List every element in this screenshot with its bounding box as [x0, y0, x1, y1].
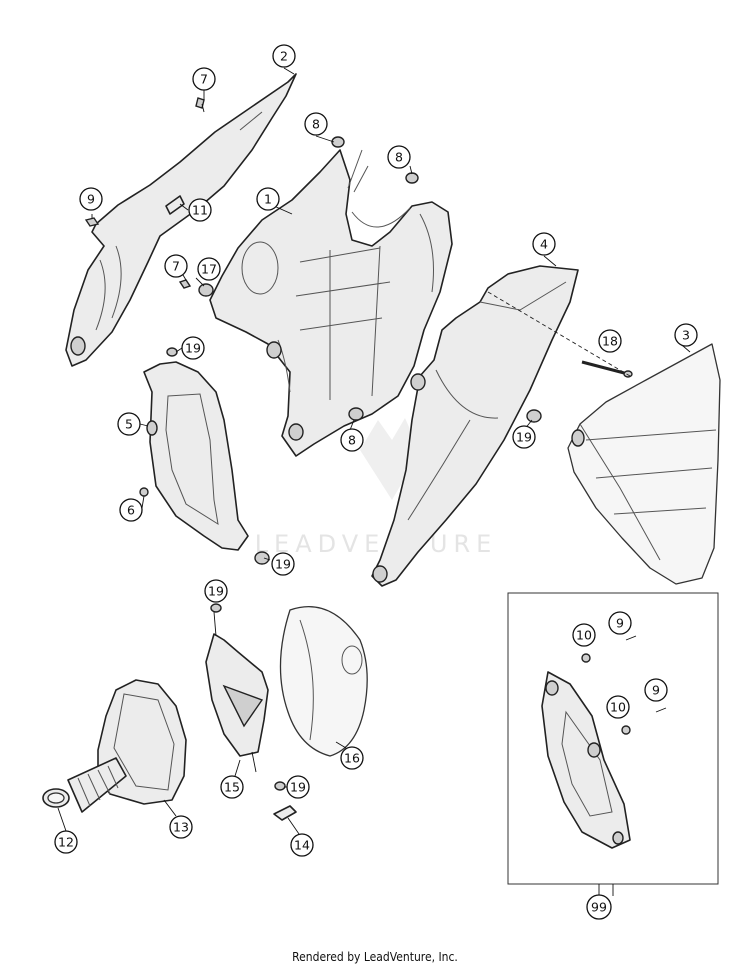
svg-text:17: 17 — [201, 262, 217, 277]
part-1-airbox — [209, 149, 453, 457]
svg-text:8: 8 — [395, 150, 403, 165]
part-99-number-plate — [541, 635, 667, 849]
callout-8-top: 8 — [304, 112, 328, 136]
svg-text:99: 99 — [591, 900, 607, 915]
svg-text:9: 9 — [616, 616, 624, 631]
svg-text:8: 8 — [312, 117, 320, 132]
svg-text:8: 8 — [348, 433, 356, 448]
callout-8-bottom: 8 — [340, 428, 364, 452]
svg-text:9: 9 — [87, 192, 95, 207]
svg-text:19: 19 — [516, 430, 532, 445]
callout-8-right: 8 — [387, 145, 411, 169]
callout-19-c: 19 — [271, 552, 295, 576]
svg-text:19: 19 — [185, 341, 201, 356]
callout-19-a: 19 — [181, 336, 205, 360]
svg-text:5: 5 — [125, 417, 133, 432]
part-8-nut-top — [331, 136, 345, 148]
part-19-nut-c — [254, 551, 270, 565]
part-17-grommet — [198, 283, 214, 297]
svg-text:6: 6 — [127, 503, 135, 518]
watermark: LEADVENTURE — [255, 418, 498, 558]
part-14-clip — [273, 805, 297, 821]
leader-14 — [287, 817, 300, 835]
svg-text:14: 14 — [294, 838, 310, 853]
svg-text:16: 16 — [344, 751, 360, 766]
callout-18: 18 — [598, 329, 622, 353]
part-6-nut — [139, 487, 149, 497]
part-8-nut-bottom — [348, 407, 364, 421]
svg-text:10: 10 — [610, 700, 626, 715]
callout-16: 16 — [340, 746, 364, 770]
callout-99: 99 — [586, 894, 612, 920]
leader-15 — [234, 759, 241, 777]
part-5-frame — [143, 361, 249, 551]
callout-4: 4 — [532, 232, 556, 256]
leader-12 — [57, 807, 67, 832]
callout-9-mid: 9 — [644, 678, 668, 702]
callout-9-left: 9 — [79, 187, 103, 211]
callout-19-d: 19 — [204, 579, 228, 603]
callout-15: 15 — [220, 775, 244, 799]
callout-17: 17 — [197, 257, 221, 281]
part-19-nut-a — [166, 347, 178, 357]
footer-credit: Rendered by LeadVenture, Inc. — [292, 950, 458, 964]
part-12-hose-clamp — [42, 788, 70, 808]
svg-text:2: 2 — [280, 49, 288, 64]
svg-text:13: 13 — [173, 820, 189, 835]
part-19-nut-e — [274, 781, 286, 791]
callout-7-top: 7 — [192, 67, 216, 91]
part-11-clip — [165, 195, 185, 215]
leader-16 — [335, 741, 347, 749]
callout-7-mid: 7 — [164, 254, 188, 278]
part-7-screw-top — [195, 97, 205, 113]
part-18-bolt — [581, 360, 633, 378]
svg-text:1: 1 — [264, 192, 272, 207]
leader-13 — [163, 799, 177, 817]
callout-9-top: 9 — [608, 611, 632, 635]
svg-text:7: 7 — [200, 72, 208, 87]
callout-5: 5 — [117, 412, 141, 436]
part-19-nut-d — [210, 603, 222, 613]
svg-text:9: 9 — [652, 683, 660, 698]
part-16-air-filter — [279, 606, 368, 757]
callout-11: 11 — [188, 198, 212, 222]
svg-text:4: 4 — [540, 237, 548, 252]
part-9-screw-top — [84, 217, 100, 227]
part-4-side-cover — [371, 265, 579, 587]
callout-19-e: 19 — [286, 775, 310, 799]
callout-14: 14 — [290, 833, 314, 857]
svg-text:15: 15 — [224, 780, 240, 795]
part-8-nut-right — [405, 172, 419, 184]
callout-13: 13 — [169, 815, 193, 839]
part-3-side-cover — [567, 343, 721, 585]
svg-text:11: 11 — [192, 203, 208, 218]
callout-1: 1 — [256, 187, 280, 211]
svg-text:10: 10 — [576, 628, 592, 643]
svg-text:3: 3 — [682, 328, 690, 343]
callout-19-b: 19 — [512, 425, 536, 449]
svg-text:19: 19 — [290, 780, 306, 795]
callout-2: 2 — [272, 44, 296, 68]
callout-6: 6 — [119, 498, 143, 522]
svg-text:19: 19 — [275, 557, 291, 572]
watermark-text: LEADVENTURE — [255, 530, 498, 558]
callout-10-mid: 10 — [606, 695, 630, 719]
svg-text:19: 19 — [208, 584, 224, 599]
part-2-side-trim — [65, 73, 297, 367]
part-7-screw-mid — [178, 279, 192, 289]
part-19-nut-b — [526, 409, 542, 423]
svg-text:12: 12 — [58, 835, 74, 850]
callout-12: 12 — [54, 830, 78, 854]
svg-text:7: 7 — [172, 259, 180, 274]
part-15-filter-cage — [205, 611, 269, 773]
callout-3: 3 — [674, 323, 698, 347]
callout-10-top: 10 — [572, 623, 596, 647]
intake-boot — [67, 757, 127, 813]
svg-text:18: 18 — [602, 334, 618, 349]
